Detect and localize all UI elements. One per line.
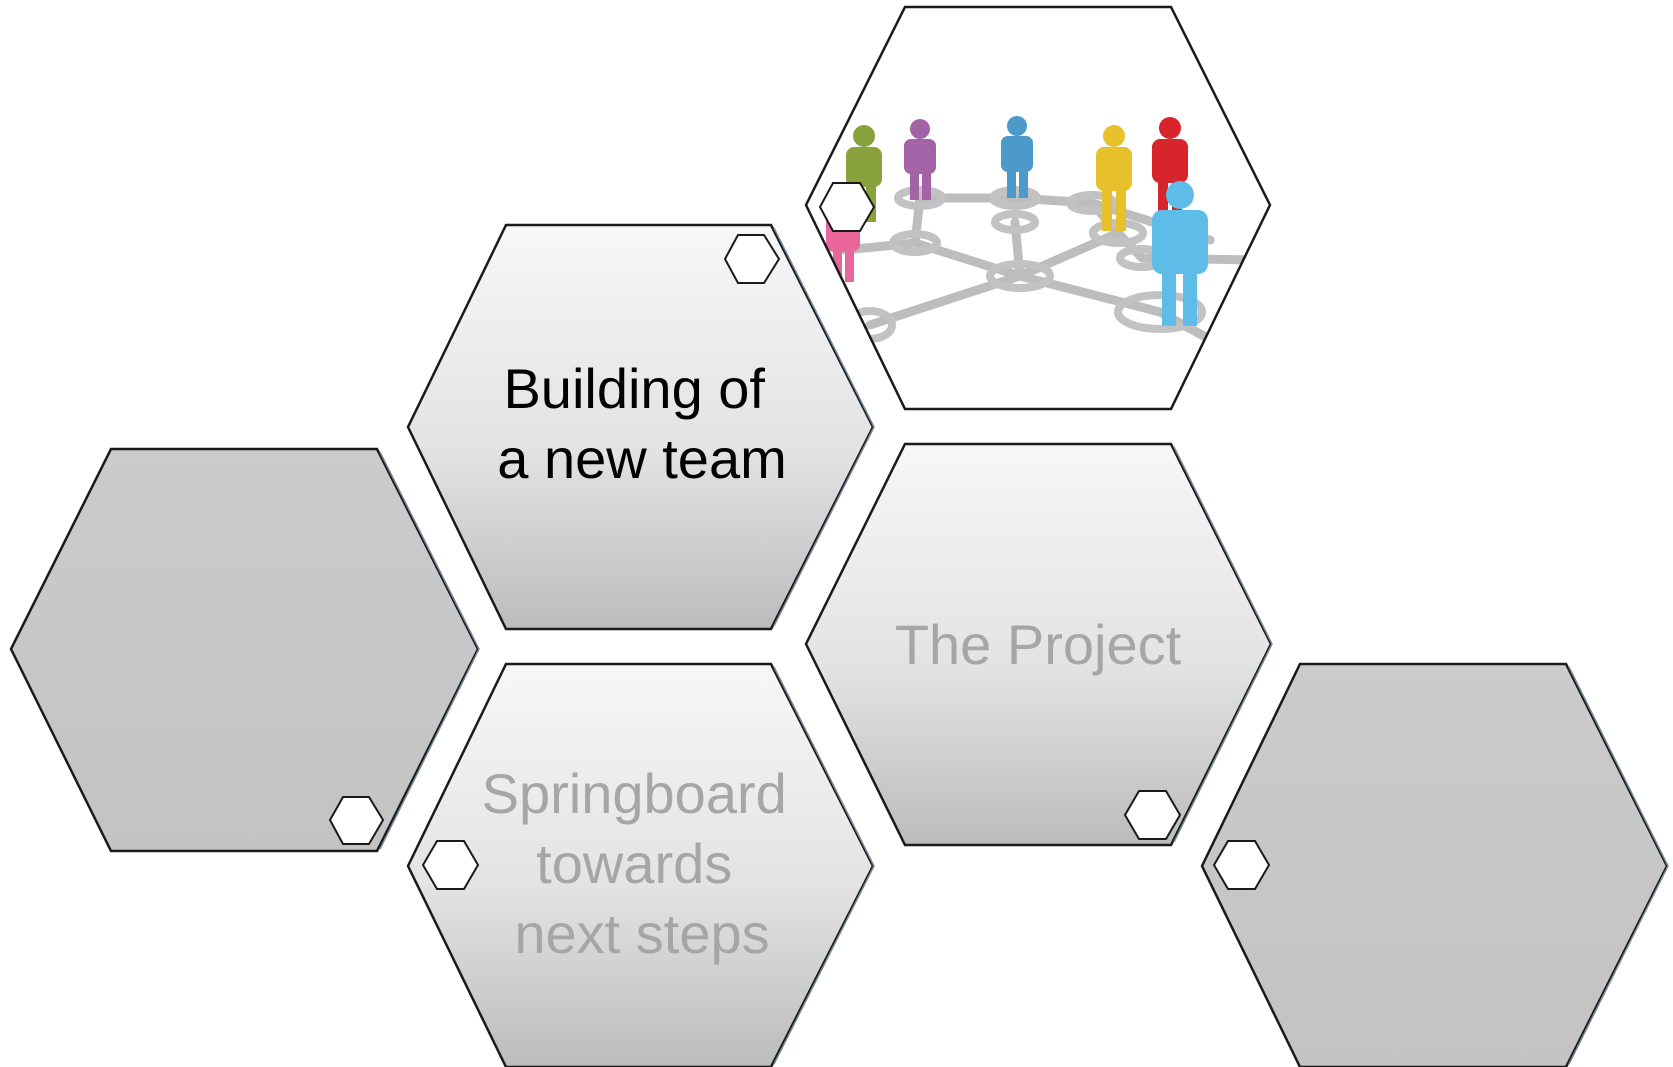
person-figure: [1152, 181, 1208, 326]
small-hexagon-marker: [723, 234, 781, 284]
hexagon-left-blank: [9, 447, 480, 853]
people-network-illustration: [826, 116, 1255, 350]
hexagon-springboard-line-1: Springboard: [482, 762, 787, 825]
small-hexagon-marker: [818, 182, 876, 232]
svg-text:Building of a new team: Building of a new team: [497, 357, 787, 490]
small-hexagon-marker: [421, 840, 480, 890]
person-figure: [904, 119, 936, 200]
small-hexagon-marker: [1212, 840, 1271, 890]
person-figure: [1001, 116, 1033, 198]
hexagon-the-project: The Project: [804, 442, 1273, 847]
small-hexagon-marker: [328, 796, 385, 845]
hexagon-springboard-line-2: towards: [536, 832, 732, 895]
hexagon-springboard-line-3: next steps: [514, 902, 769, 965]
small-hexagon-marker: [1123, 790, 1182, 840]
hexagon-team-line-1: Building of: [503, 357, 765, 420]
hexagon-project-label: The Project: [895, 613, 1182, 676]
hexagon-right-blank: [1200, 662, 1669, 1067]
hexagon-springboard: Springboard towards next steps: [406, 662, 875, 1067]
svg-text:The Project: The Project: [895, 613, 1182, 676]
hexagon-building-team: Building of a new team: [406, 223, 875, 631]
hexagon-network-image: [804, 5, 1272, 411]
svg-text:Springboard towards: Springboard towards next steps: [482, 762, 803, 965]
person-figure: [1096, 125, 1132, 231]
hexagon-team-line-2: a new team: [497, 427, 787, 490]
